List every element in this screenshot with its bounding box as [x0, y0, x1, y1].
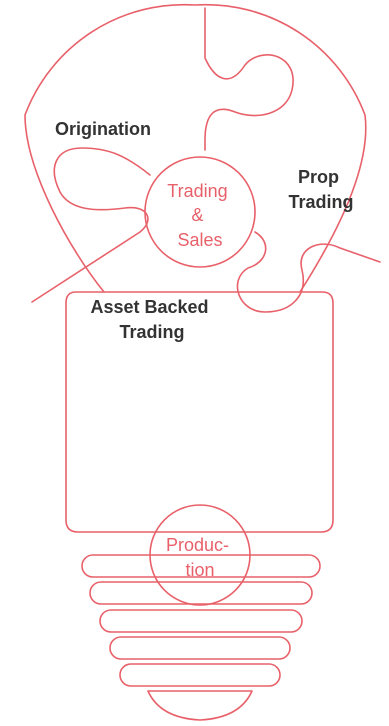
thread-1 — [81, 554, 321, 578]
puzzle-line-top — [204, 7, 294, 151]
label-asset-backed-line1: Asset Backed — [90, 297, 208, 317]
label-prop-trading-line1: Prop — [298, 167, 339, 187]
label-production-line1: Produc- — [166, 535, 229, 555]
trading-sales-circle — [144, 156, 256, 268]
puzzle-line-right — [236, 231, 381, 313]
thread-3 — [99, 609, 303, 633]
label-production: Produc- tion — [166, 535, 234, 580]
bulb-tip — [147, 690, 253, 721]
label-trading-sales-line2: & — [191, 205, 203, 225]
label-prop-trading: Prop Trading — [288, 167, 353, 212]
bulb-neck-outline — [65, 291, 334, 533]
bulb-dome-outline — [24, 3, 367, 293]
label-trading-sales: Trading & Sales — [167, 181, 232, 250]
puzzle-line-left — [31, 147, 151, 303]
thread-5 — [119, 663, 281, 687]
label-trading-sales-line1: Trading — [167, 181, 227, 201]
label-prop-trading-line2: Trading — [288, 192, 353, 212]
label-asset-backed-line2: Trading — [119, 322, 184, 342]
label-origination: Origination — [55, 119, 151, 139]
label-production-line2: tion — [185, 560, 214, 580]
label-trading-sales-line3: Sales — [177, 230, 222, 250]
label-asset-backed-trading: Asset Backed Trading — [90, 297, 213, 342]
thread-2 — [89, 581, 313, 605]
thread-4 — [109, 636, 291, 660]
